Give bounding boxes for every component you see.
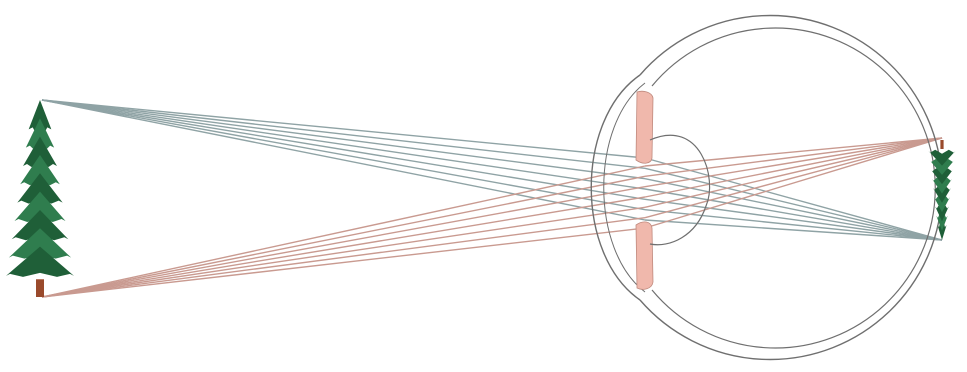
iris-upper xyxy=(636,91,653,163)
tree-trunk xyxy=(36,279,44,297)
ray-from-tree-base xyxy=(42,207,645,297)
ray-from-tree-base xyxy=(645,138,942,197)
ray-from-tree-base xyxy=(42,228,645,297)
ray-from-tree-base xyxy=(645,138,942,218)
ray-from-tree-base xyxy=(42,218,645,297)
inverted-pine-tree-icon xyxy=(928,140,955,240)
retina xyxy=(652,28,935,348)
ray-from-tree-top xyxy=(42,100,645,210)
pine-tree-icon xyxy=(6,100,74,297)
ray-from-tree-base xyxy=(42,197,645,297)
ray-from-tree-top xyxy=(42,100,645,220)
ray-from-tree-base xyxy=(42,176,645,297)
ray-from-tree-top xyxy=(42,100,645,189)
ray-from-tree-base xyxy=(42,166,645,297)
ray-from-tree-top xyxy=(42,100,645,179)
tree-trunk xyxy=(940,140,943,149)
ray-from-tree-top xyxy=(645,220,942,240)
iris-lower xyxy=(636,222,653,289)
ray-from-tree-base xyxy=(42,187,645,297)
ray-from-tree-base xyxy=(645,138,942,176)
ray-from-tree-base xyxy=(645,138,942,207)
ray-from-tree-top xyxy=(42,100,645,168)
